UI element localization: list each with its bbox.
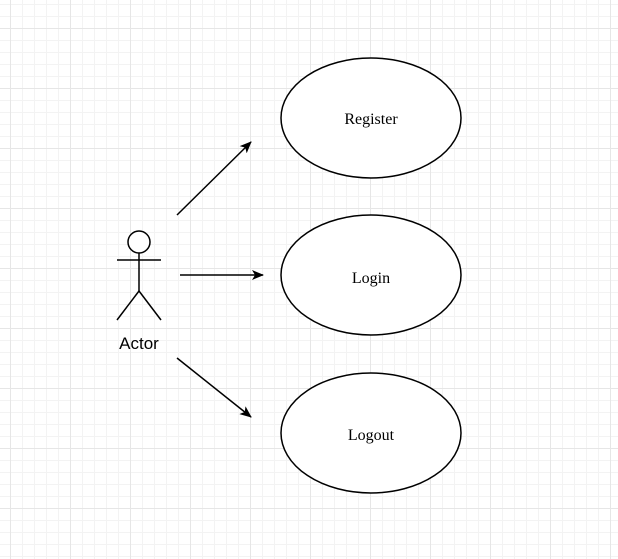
use-case-logout[interactable]: Logout: [280, 372, 462, 494]
actor-left-leg: [116, 290, 140, 321]
use-case-login[interactable]: Login: [280, 214, 462, 336]
actor-label: Actor: [119, 334, 159, 353]
use-case-logout-label: Logout: [348, 427, 395, 444]
use-case-register-shape: [280, 57, 462, 179]
use-case-login-shape: [280, 214, 462, 336]
use-case-register-label: Register: [344, 111, 398, 128]
use-case-login-label: Login: [352, 270, 390, 287]
arrow-to-register[interactable]: [176, 141, 252, 216]
use-case-register[interactable]: Register: [280, 57, 462, 179]
actor-head: [127, 230, 151, 254]
actor[interactable]: Actor: [116, 230, 162, 353]
use-case-logout-shape: [280, 372, 462, 494]
actor-right-leg: [138, 290, 162, 321]
arrow-to-logout[interactable]: [176, 357, 252, 418]
